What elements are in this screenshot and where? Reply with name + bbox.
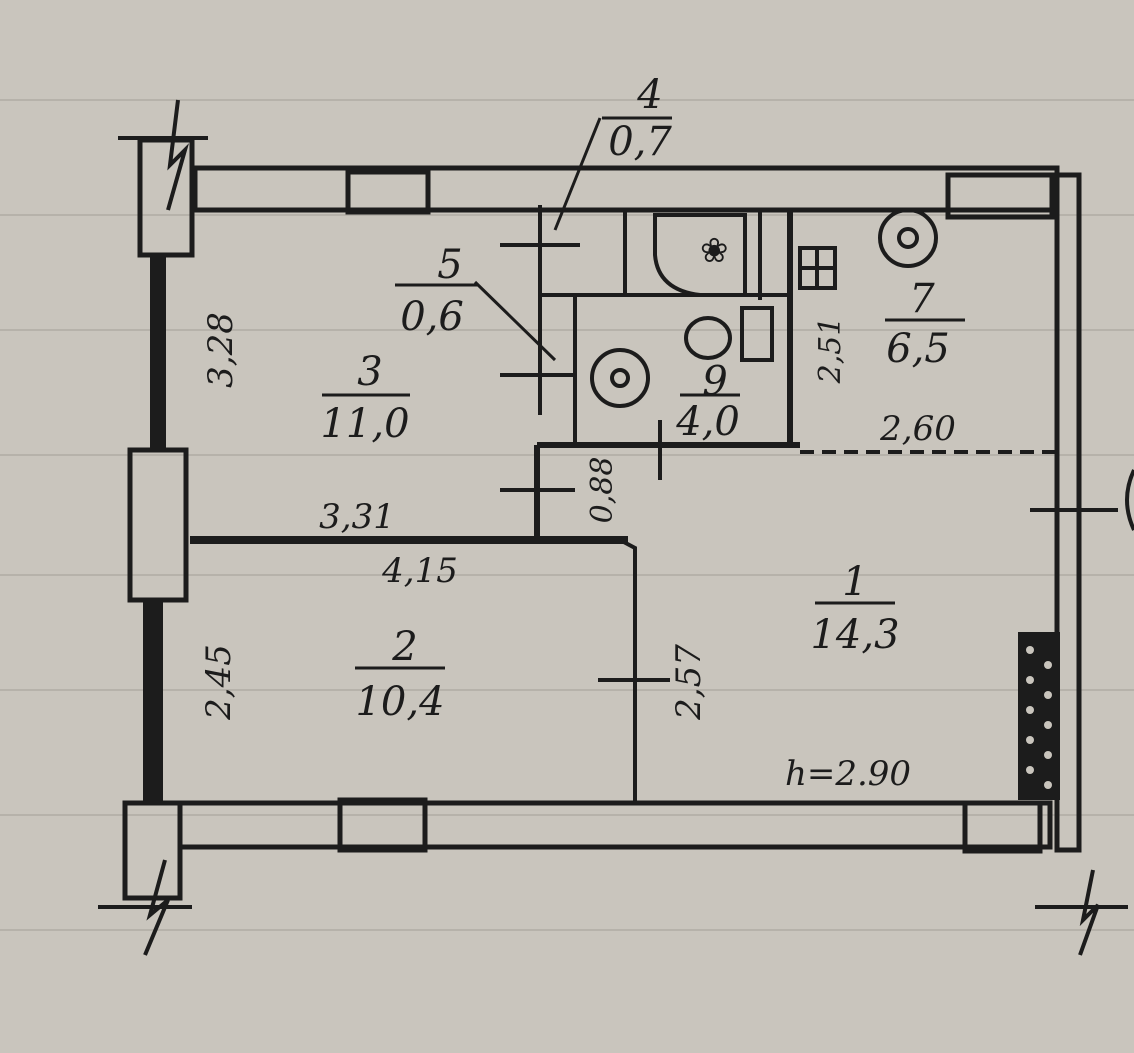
room-6-area: 4,0 — [675, 399, 740, 445]
kitchen-sink-icon — [878, 208, 938, 268]
washbasin-icon — [590, 348, 650, 408]
kitchen-sink-drain-icon — [897, 227, 919, 249]
left-bottom-column — [122, 800, 183, 901]
room-4-number: 4 — [636, 72, 662, 118]
dim-room2-width: 2,57 — [669, 644, 709, 721]
toilet-tank-icon — [740, 306, 774, 362]
left-wall-upper — [150, 255, 166, 450]
room-3-number: 3 — [357, 349, 382, 395]
dim-corridor: 0,88 — [585, 457, 620, 524]
room-1-area: 14,3 — [810, 612, 899, 658]
room-4-area: 0,7 — [608, 119, 672, 165]
room-2-number: 2 — [391, 624, 417, 670]
wall-room2-room1 — [619, 538, 637, 803]
room-labels: 4 0,7 5 0,6 3 11,0 6 4,0 7 6,5 1 14,3 2 … — [320, 72, 965, 725]
washbasin-drain-icon — [610, 368, 630, 388]
shower-head-icon: ❀ — [700, 231, 729, 271]
break-zigzag-top-left — [166, 99, 190, 211]
room-5-area: 0,6 — [400, 294, 464, 340]
bottom-wall — [177, 800, 1053, 850]
dim-kitchen-width: 2,60 — [879, 409, 956, 449]
left-wall-lower — [143, 600, 163, 803]
interior-walls — [190, 205, 1057, 803]
shower-tray-icon — [653, 213, 747, 297]
window-top-right — [945, 172, 1055, 220]
dim-wall-2-1: 4,15 — [381, 551, 458, 591]
paper-grid — [0, 99, 1134, 931]
dimension-labels: 3,28 2,45 3,31 4,15 0,88 2,51 2,60 2,57 … — [199, 312, 956, 794]
dim-wall-3-2: 3,31 — [319, 497, 395, 537]
ceiling-height: h=2.90 — [785, 754, 911, 794]
room-5-number: 5 — [437, 242, 462, 288]
window-top-left — [345, 169, 431, 215]
leader-room4 — [553, 117, 602, 231]
left-mid-column — [127, 447, 189, 603]
room-1-number: 1 — [842, 559, 867, 605]
toilet-bowl-icon — [684, 316, 732, 360]
right-wall — [1054, 172, 1082, 853]
windows — [337, 169, 1055, 854]
radiator-icon — [1018, 632, 1060, 800]
room-7-area: 6,5 — [886, 326, 950, 372]
window-bottom-right — [962, 800, 1043, 854]
dim-bath-height: 2,51 — [813, 317, 848, 385]
leader-room5 — [473, 280, 557, 362]
room-3-area: 11,0 — [320, 401, 409, 447]
exterior-walls — [98, 99, 1128, 956]
door-marks — [500, 243, 1118, 682]
top-wall — [192, 165, 1060, 213]
dim-left-lower: 2,45 — [199, 644, 239, 721]
fixtures: ❀ — [590, 208, 1134, 800]
edge-arc — [1125, 469, 1134, 531]
dim-left-upper: 3,28 — [201, 312, 241, 388]
room-2-area: 10,4 — [355, 679, 444, 725]
break-zigzag-bottom-left — [143, 859, 170, 956]
window-bottom-left — [337, 797, 428, 853]
room-7-number: 7 — [909, 276, 935, 322]
break-zigzag-bottom-right — [1078, 869, 1100, 956]
room-6-number: 6 — [702, 355, 727, 401]
